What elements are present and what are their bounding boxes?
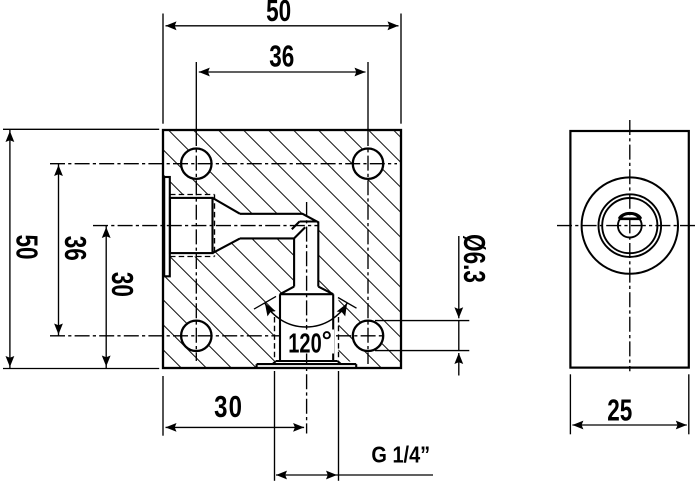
svg-text:36: 36	[269, 39, 294, 73]
svg-text:Ø6.3: Ø6.3	[457, 234, 491, 283]
svg-text:G 1/4”: G 1/4”	[371, 441, 430, 468]
svg-text:120: 120	[288, 328, 321, 359]
svg-text:50: 50	[266, 0, 291, 28]
svg-text:36: 36	[58, 236, 92, 261]
svg-text:30: 30	[214, 389, 243, 424]
svg-text:30: 30	[105, 272, 139, 297]
svg-text:25: 25	[607, 393, 632, 427]
svg-text:50: 50	[9, 234, 43, 259]
